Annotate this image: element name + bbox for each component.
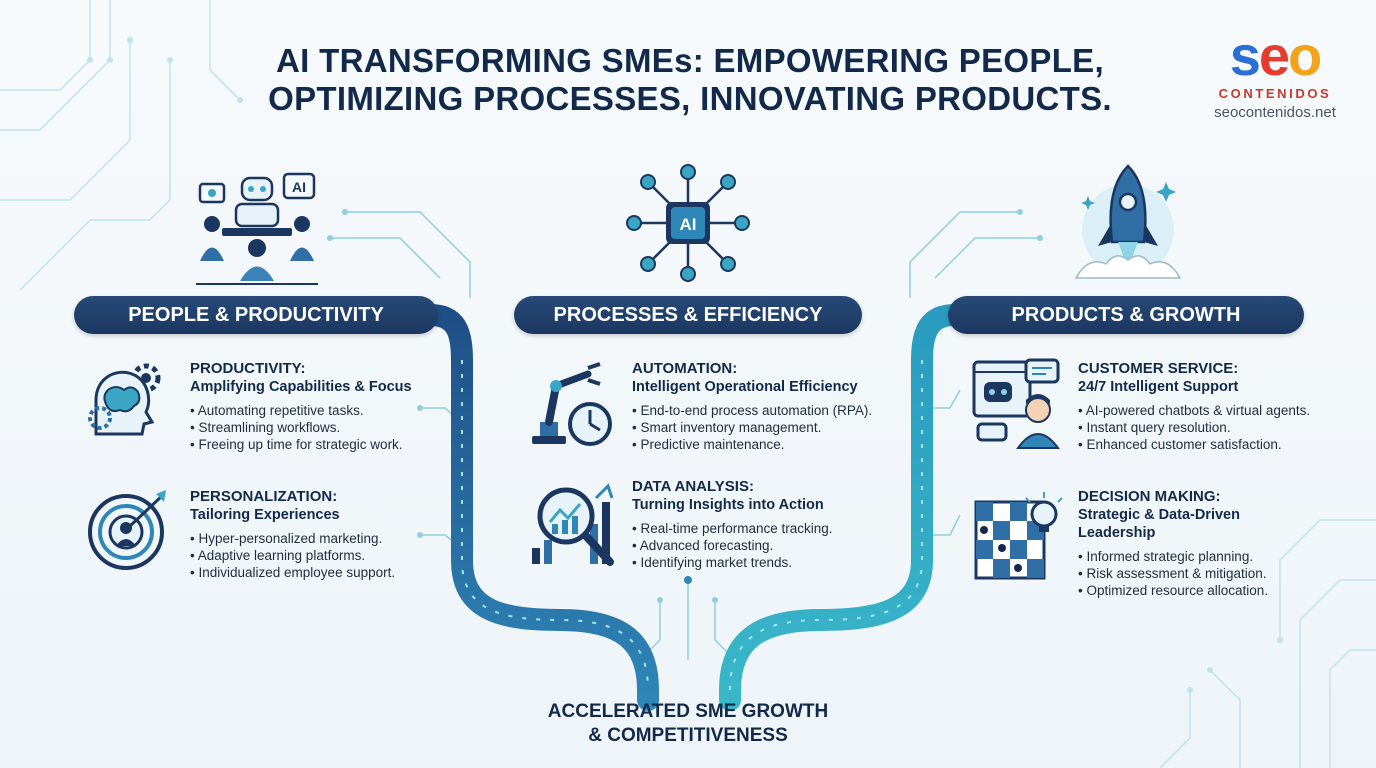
list-item: Identifying market trends.	[632, 554, 833, 571]
seo-contenidos-logo: seo CONTENIDOS seocontenidos.net	[1200, 24, 1350, 122]
target-person-icon	[88, 490, 166, 570]
list-item: Adaptive learning platforms.	[190, 547, 395, 564]
list-item: Advanced forecasting.	[632, 537, 833, 554]
robot-arm-clock-icon	[532, 362, 612, 446]
logo-mark: seo	[1229, 24, 1323, 87]
list-item: Optimized resource allocation.	[1078, 582, 1268, 599]
chatbot-customer-icon	[972, 358, 1060, 449]
list-item: Enhanced customer satisfaction.	[1078, 436, 1310, 453]
footer-line-1: ACCELERATED SME GROWTH	[547, 701, 829, 722]
section-title: DATA ANALYSIS:	[632, 478, 754, 495]
section-automation: AUTOMATION: Intelligent Operational Effi…	[632, 360, 872, 453]
ai-chip-text: AI	[680, 215, 697, 234]
corner-circuit-nodes	[87, 37, 1283, 693]
right-flow-pipe	[719, 304, 966, 711]
magnifier-chart-icon	[532, 483, 614, 566]
list-item: Predictive maintenance.	[632, 436, 872, 453]
list-item: End-to-end process automation (RPA).	[632, 402, 872, 419]
list-item: Hyper-personalized marketing.	[190, 530, 395, 547]
page-title: AI TRANSFORMING SMEs: EMPOWERING PEOPLE,…	[200, 42, 1180, 118]
title-line-1: AI TRANSFORMING SMEs: EMPOWERING PEOPLE,	[276, 42, 1104, 79]
ai-chip-network-icon: AI	[626, 164, 750, 282]
section-title: AUTOMATION:	[632, 360, 738, 377]
section-data-analysis: DATA ANALYSIS: Turning Insights into Act…	[632, 478, 833, 571]
list-item: Automating repetitive tasks.	[190, 402, 412, 419]
left-flow-pipe	[419, 304, 659, 711]
section-subtitle: Tailoring Experiences	[190, 507, 340, 523]
list-item: Risk assessment & mitigation.	[1078, 565, 1266, 582]
section-productivity: PRODUCTIVITY: Amplifying Capabilities & …	[190, 360, 412, 453]
list-item: Streamlining workflows.	[190, 419, 412, 436]
pipe-glow-lines	[461, 360, 923, 691]
section-personalization: PERSONALIZATION: Tailoring Experiences H…	[190, 488, 395, 581]
logo-url: seocontenidos.net	[1214, 104, 1336, 121]
list-item: AI-powered chatbots & virtual agents.	[1078, 402, 1310, 419]
section-decision-making: DECISION MAKING: Strategic & Data-Driven…	[1078, 488, 1268, 599]
list-item: Real-time performance tracking.	[632, 520, 832, 537]
section-title: PRODUCTIVITY:	[190, 360, 306, 377]
title-line-2: OPTIMIZING PROCESSES, INNOVATING PRODUCT…	[268, 80, 1112, 117]
list-item: Informed strategic planning.	[1078, 548, 1258, 565]
footer-outcome: ACCELERATED SME GROWTH & COMPETITIVENESS	[488, 700, 888, 748]
chessboard-lightbulb-icon	[974, 492, 1063, 580]
connector-lines	[330, 211, 1040, 661]
section-subtitle: Turning Insights into Action	[632, 497, 824, 513]
rocket-launch-icon	[1074, 164, 1182, 279]
section-subtitle: Amplifying Capabilities & Focus	[190, 379, 412, 395]
section-title: CUSTOMER SERVICE:	[1078, 360, 1239, 377]
brain-gear-icon	[88, 363, 161, 436]
logo-subtitle: CONTENIDOS	[1218, 86, 1332, 101]
list-item: Instant query resolution.	[1078, 419, 1310, 436]
list-item: Individualized employee support.	[190, 564, 395, 581]
column-header-products: PRODUCTS & GROWTH	[948, 296, 1304, 334]
column-header-people: PEOPLE & PRODUCTIVITY	[74, 296, 438, 334]
team-meeting-ai-robot-icon: AI	[196, 172, 318, 285]
column-header-processes: PROCESSES & EFFICIENCY	[514, 296, 862, 334]
section-subtitle: 24/7 Intelligent Support	[1078, 379, 1239, 395]
footer-line-2: & COMPETITIVENESS	[588, 725, 788, 746]
section-title: PERSONALIZATION:	[190, 488, 338, 505]
section-title: DECISION MAKING:	[1078, 488, 1221, 505]
ai-badge-text: AI	[292, 179, 306, 195]
section-subtitle: Intelligent Operational Efficiency	[632, 379, 858, 395]
list-item: Smart inventory management.	[632, 419, 872, 436]
list-item: Freeing up time for strategic work.	[190, 436, 412, 453]
section-customer-service: CUSTOMER SERVICE: 24/7 Intelligent Suppo…	[1078, 360, 1310, 453]
section-subtitle: Strategic & Data-Driven Leadership	[1078, 507, 1240, 541]
